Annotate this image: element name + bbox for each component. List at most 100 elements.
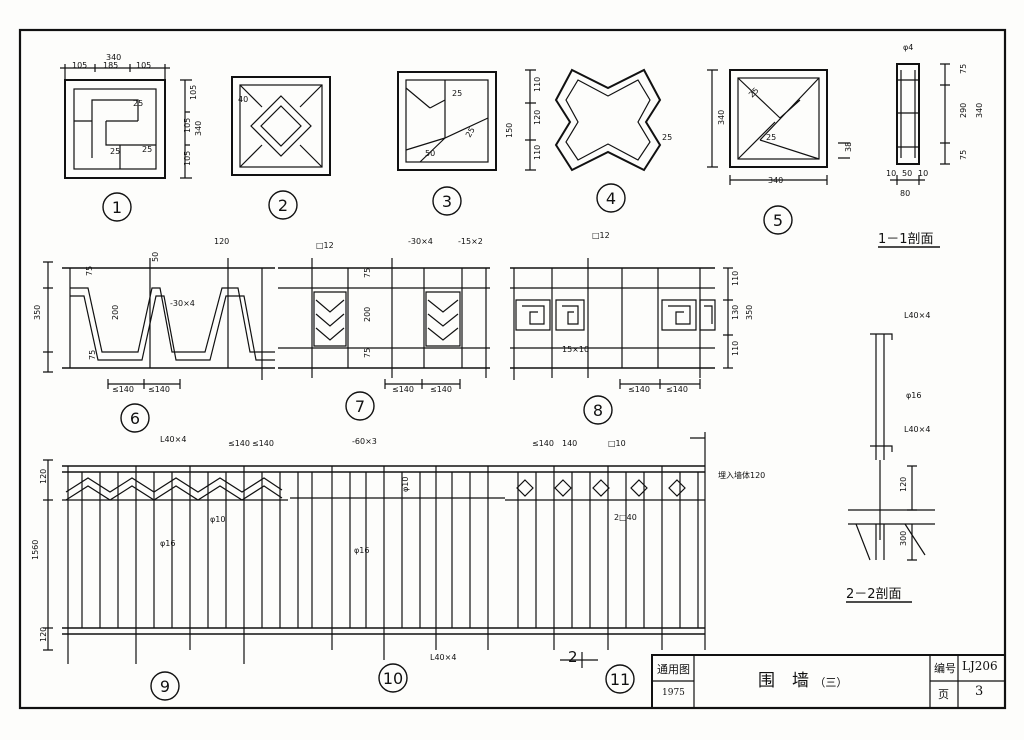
drawing-title-suffix: （三）: [814, 676, 848, 689]
section-1-1: [878, 63, 950, 248]
dim-label: 15×10: [562, 345, 589, 354]
section-2-2-title: 2－2剖面: [846, 587, 902, 602]
svg-text:10: 10: [383, 669, 403, 688]
detail-6-railing: [43, 258, 275, 389]
svg-text:11: 11: [610, 670, 630, 689]
dim-label: 25: [662, 133, 672, 142]
dim-label: 110: [533, 145, 542, 160]
dim-label: □12: [592, 231, 610, 240]
dim-label: ≤140: [532, 439, 554, 448]
svg-text:4: 4: [606, 189, 616, 208]
dim-label: L40×4: [430, 653, 456, 662]
dim-label: 185: [103, 61, 118, 70]
detail-8-railing: [510, 258, 733, 389]
dim-label: 75: [85, 266, 94, 276]
dim-label: 340: [106, 53, 121, 62]
dim-label: 140: [562, 439, 577, 448]
dim-label: 110: [731, 341, 740, 356]
detail-number-9: 9: [150, 671, 180, 701]
dim-label: 80: [900, 189, 910, 198]
dim-label: ≤140: [666, 385, 688, 394]
svg-text:9: 9: [160, 677, 170, 696]
dim-label: 50: [151, 252, 160, 262]
svg-text:3: 3: [442, 192, 452, 211]
detail-number-1: 1: [102, 192, 132, 222]
dim-label: 25: [766, 133, 776, 142]
svg-text:6: 6: [130, 409, 140, 428]
dim-label: □12: [316, 241, 334, 250]
dim-label: 340: [975, 103, 984, 118]
detail-number-6: 6: [120, 403, 150, 433]
detail-5-pattern: [707, 69, 850, 185]
dim-label: ≤140: [148, 385, 170, 394]
detail-number-2: 2: [268, 190, 298, 220]
dim-label: ≤140: [392, 385, 414, 394]
dim-label: 25: [133, 99, 143, 108]
title-block-frame: [651, 654, 1006, 709]
title-block-number-label: 编号: [934, 662, 956, 675]
dim-label: 105: [183, 118, 192, 133]
dim-label: 25: [142, 145, 152, 154]
dim-label: 200: [363, 307, 372, 322]
detail-number-8: 8: [583, 395, 613, 425]
dim-label: 10: [886, 169, 896, 178]
title-block-number: LJ206: [962, 659, 998, 673]
dim-label: ≤140: [252, 439, 274, 448]
detail-number-7: 7: [345, 391, 375, 421]
dim-label: 110: [731, 271, 740, 286]
dim-label: 105: [72, 61, 87, 70]
dim-label: ≤140: [430, 385, 452, 394]
dim-label: 10: [918, 169, 928, 178]
dim-label: 340: [768, 176, 783, 185]
dim-label: -30×4: [408, 237, 433, 246]
dim-label: 120: [39, 627, 48, 642]
svg-text:2: 2: [278, 196, 288, 215]
title-block-year: 1975: [662, 688, 685, 698]
dim-label: 1560: [31, 540, 40, 560]
detail-number-5: 5: [763, 205, 793, 235]
dim-label: 340: [194, 121, 203, 136]
title-block-title: 围 墙 （三）: [758, 666, 847, 691]
dim-label: φ16: [906, 391, 921, 400]
svg-text:1: 1: [112, 198, 122, 217]
dim-label: 200: [111, 305, 120, 320]
dim-label: 120: [39, 469, 48, 484]
long-railing-9-10-11: [43, 432, 706, 668]
section-2-2: [846, 333, 935, 603]
dim-label: L40×4: [904, 311, 930, 320]
detail-number-circles: 1 2 3 4 5 6 7 8 9 10 11: [102, 183, 793, 701]
title-block-page: 3: [975, 684, 984, 699]
dim-label: -15×2: [458, 237, 483, 246]
dim-label: □10: [608, 439, 626, 448]
dim-label: 75: [88, 350, 97, 360]
detail-2-pattern: [231, 76, 331, 176]
dim-label: 50: [902, 169, 912, 178]
dim-label: 埋入墙体120: [718, 470, 765, 480]
dim-label: 340: [717, 110, 726, 125]
dim-label: 105: [136, 61, 151, 70]
svg-text:8: 8: [593, 401, 603, 420]
dim-label: 120: [533, 110, 542, 125]
detail-number-4: 4: [596, 183, 626, 213]
dim-label: 105: [189, 85, 198, 100]
dim-label: 2: [568, 648, 578, 666]
section-1-1-title: 1－1剖面: [878, 232, 934, 247]
svg-text:5: 5: [773, 211, 783, 230]
dim-label: φ10: [210, 515, 225, 524]
dim-label: 75: [959, 64, 968, 74]
dim-label: 75: [363, 268, 372, 278]
dim-label: 150: [505, 123, 514, 138]
dim-label: 50: [425, 149, 435, 158]
dim-label: ≤140: [628, 385, 650, 394]
detail-4-pattern: [525, 68, 662, 172]
dim-label: 120: [214, 237, 229, 246]
svg-text:7: 7: [355, 397, 365, 416]
dim-label: 290: [959, 103, 968, 118]
dim-label: 110: [533, 77, 542, 92]
title-block-general: 通用图: [657, 663, 690, 676]
dim-label: φ16: [160, 539, 175, 548]
detail-1-pattern: [60, 64, 192, 179]
dim-label: φ16: [354, 546, 369, 555]
